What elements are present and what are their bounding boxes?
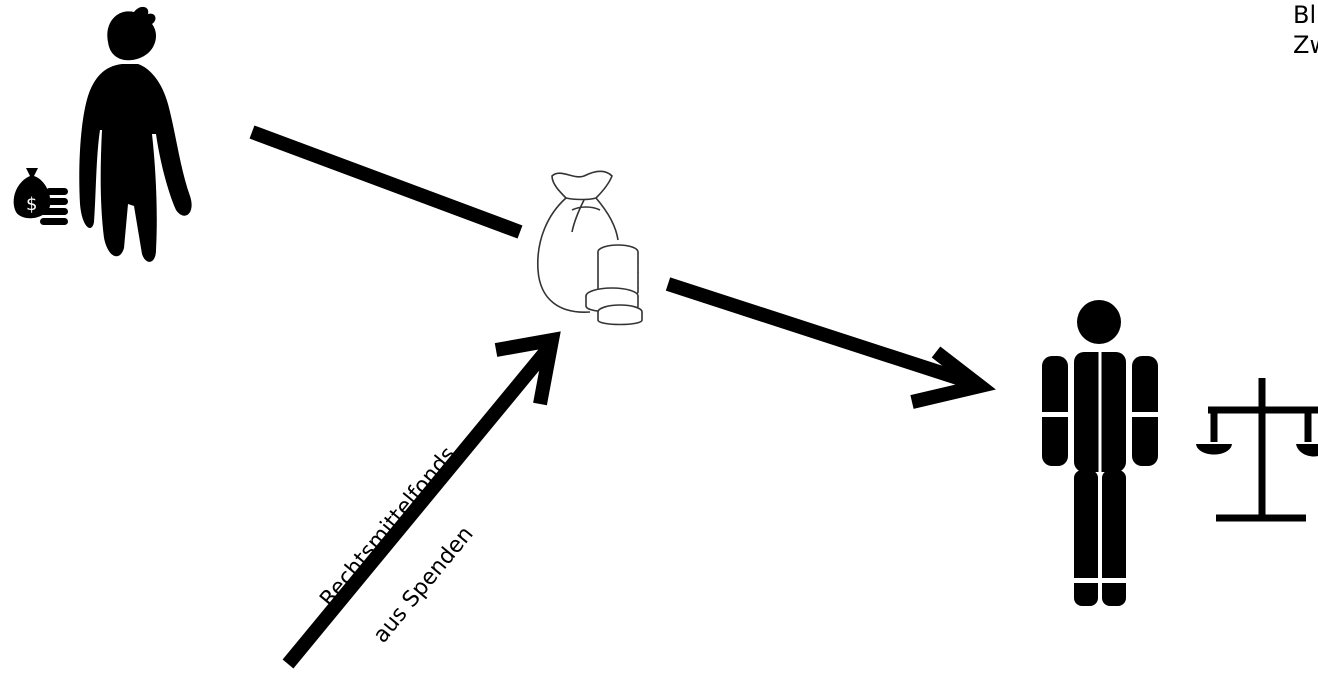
- money-bag-with-coins-icon: [537, 170, 643, 326]
- corner-text-line1: Bl: [1293, 1, 1317, 29]
- flow-line-donor-to-fund: [249, 125, 523, 239]
- corner-text: Bl Zw: [1293, 0, 1318, 60]
- arrow-label-group: Rechtsmittelfonds aus Spenden: [315, 442, 478, 648]
- svg-text:$: $: [26, 194, 37, 215]
- small-money-bag-icon: $: [13, 168, 68, 225]
- prisoner-icon: [1042, 300, 1158, 606]
- scales-of-justice-icon: [1196, 378, 1318, 522]
- flow-arrow-fund-to-defendant: [665, 277, 996, 409]
- corner-text-line2: Zw: [1293, 31, 1318, 59]
- flow-arrow-donations-to-fund: [282, 331, 561, 669]
- person-icon: [79, 6, 192, 262]
- arrow-label-line1: Rechtsmittelfonds: [315, 442, 461, 611]
